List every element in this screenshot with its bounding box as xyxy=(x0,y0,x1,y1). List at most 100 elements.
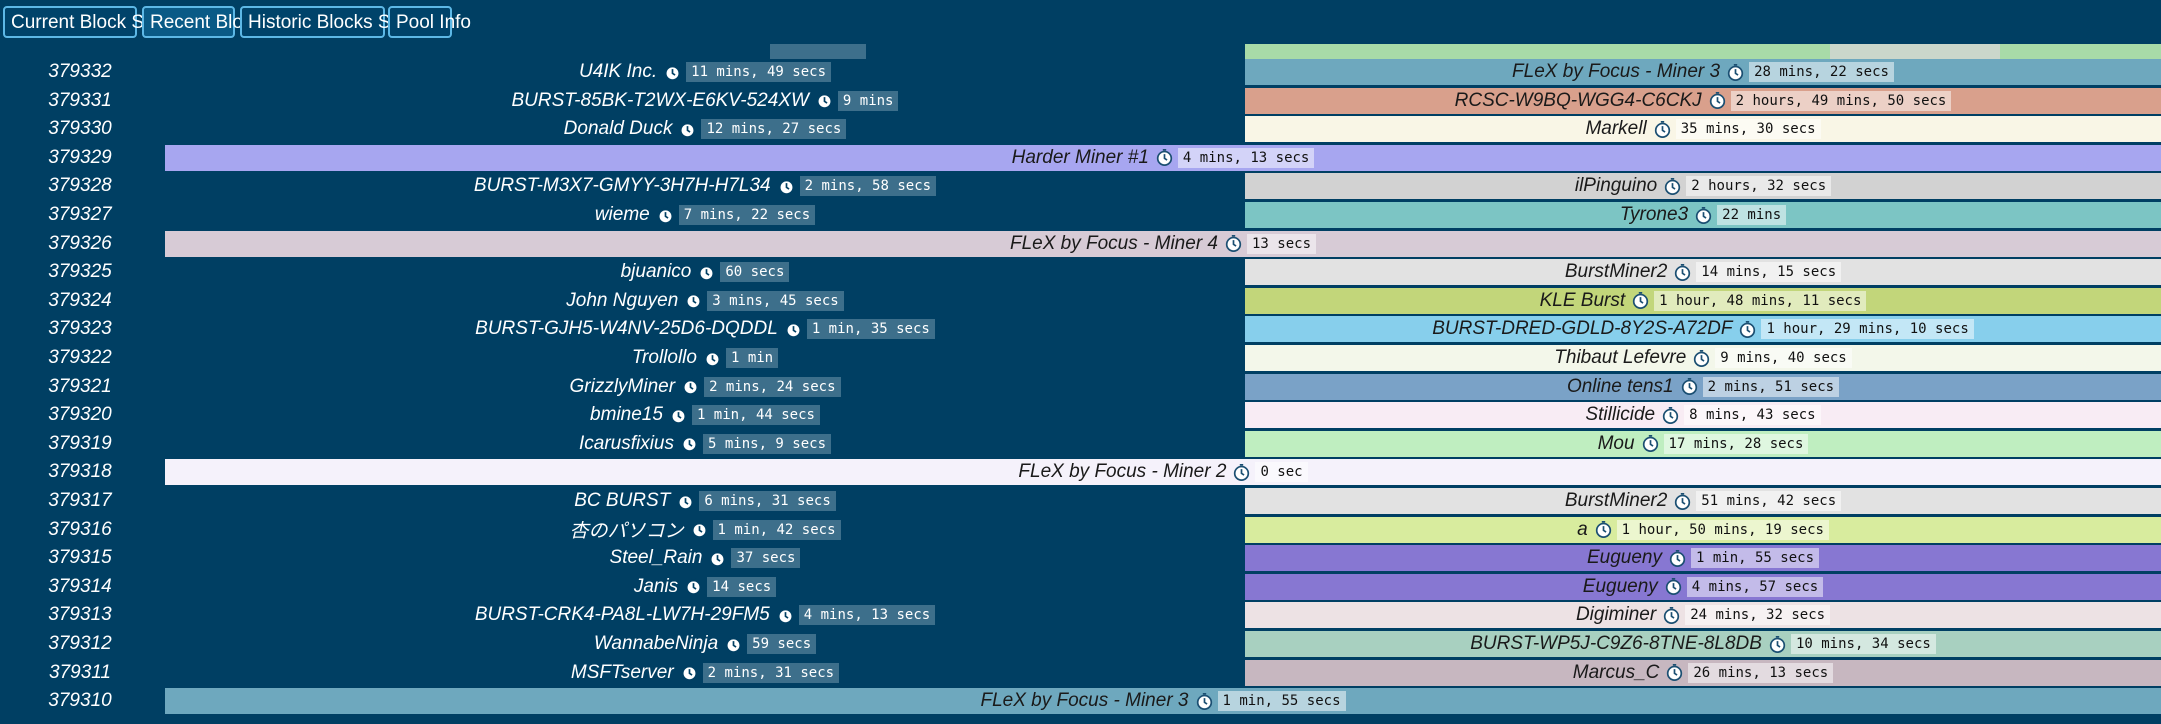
duration-badge: 17 mins, 28 secs xyxy=(1663,433,1809,454)
stopwatch-icon xyxy=(1196,692,1212,710)
block-height: 379318 xyxy=(48,461,112,483)
miner-name: Eugueny xyxy=(1586,547,1662,569)
stopwatch-icon xyxy=(1664,606,1680,624)
miner-name: BURST-CRK4-PA8L-LW7H-29FM5 xyxy=(474,604,770,626)
best-deadline-cell: U4IK Inc.11 mins, 49 secs xyxy=(165,59,1245,85)
stopwatch-icon xyxy=(681,435,698,453)
stopwatch-icon xyxy=(816,92,833,110)
duration-badge xyxy=(1830,44,2000,59)
block-height: 379310 xyxy=(48,690,112,712)
duration-badge: 2 mins, 24 secs xyxy=(704,376,841,397)
duration-badge: 14 mins, 15 secs xyxy=(1696,262,1842,283)
stopwatch-icon xyxy=(681,664,697,682)
duration-badge: 0 sec xyxy=(1255,462,1308,483)
stopwatch-icon xyxy=(678,492,694,510)
miner-name: BurstMiner2 xyxy=(1564,261,1668,283)
duration-badge: 7 mins, 22 secs xyxy=(678,205,816,225)
stopwatch-icon xyxy=(670,406,687,424)
miner-name: Marcus_C xyxy=(1572,661,1660,683)
miner-name: Harder Miner #1 xyxy=(1011,146,1149,168)
miner-name: a xyxy=(1577,518,1588,540)
miner-name: Digiminer xyxy=(1575,604,1657,626)
duration-badge xyxy=(770,44,866,59)
stopwatch-icon xyxy=(1156,149,1173,167)
stopwatch-icon xyxy=(785,320,801,338)
block-height: 379321 xyxy=(48,375,112,397)
miner-name: BURST-M3X7-GMYY-3H7H-H7L34 xyxy=(473,175,771,197)
stopwatch-icon xyxy=(686,292,702,310)
miner-name: bjuanico xyxy=(620,261,692,283)
duration-badge: 1 min, 55 secs xyxy=(1217,691,1346,712)
miner-name: MSFTserver xyxy=(570,661,674,683)
duration-badge: 9 mins xyxy=(837,90,899,111)
tab-recent-blocks[interactable]: Recent Blocks xyxy=(142,6,271,38)
block-height: 379331 xyxy=(48,89,112,111)
duration-badge: 2 mins, 31 secs xyxy=(702,662,840,683)
stopwatch-icon xyxy=(1694,349,1710,367)
duration-badge: 2 mins, 58 secs xyxy=(799,176,937,197)
block-height: 379325 xyxy=(48,261,112,283)
stopwatch-icon xyxy=(1654,120,1670,138)
tab-current-block-shares[interactable]: Current Block Shares xyxy=(3,6,192,38)
tab-pool-info[interactable]: Pool Info xyxy=(388,6,471,38)
duration-badge: 1 hour, 50 mins, 19 secs xyxy=(1616,519,1829,540)
stopwatch-icon xyxy=(686,578,702,596)
block-height: 379326 xyxy=(48,232,112,254)
stopwatch-icon xyxy=(664,63,681,81)
stopwatch-icon xyxy=(1665,177,1681,195)
miner-name: bmine15 xyxy=(590,404,663,426)
miner-name: BURST-WP5J-C9Z6-8TNE-8L8DB xyxy=(1470,633,1762,654)
best-deadline-cell: wieme 7 mins, 22 secs xyxy=(165,202,1245,228)
tab-historic-blocks-shares[interactable]: Historic Blocks Shares xyxy=(240,6,438,38)
block-height: 379328 xyxy=(48,175,112,197)
block-height: 379320 xyxy=(48,404,112,426)
block-finder-cell: BurstMiner2 14 mins, 15 secs xyxy=(1245,259,2161,286)
miner-name: Thibaut Lefevre xyxy=(1554,347,1687,368)
stopwatch-icon xyxy=(1675,263,1691,281)
block-finder-cell xyxy=(1245,44,2161,59)
stopwatch-icon xyxy=(778,177,794,195)
duration-badge: 28 mins, 22 secs xyxy=(1749,62,1894,82)
block-height: 379311 xyxy=(49,661,111,683)
stopwatch-icon xyxy=(1709,92,1725,110)
miner-name: BURST-DRED-GDLD-8Y2S-A72DF xyxy=(1432,318,1733,340)
miner-name: FLeX by Focus - Miner 3 xyxy=(1512,61,1721,82)
duration-badge: 5 mins, 9 secs xyxy=(703,433,832,454)
stopwatch-icon xyxy=(1740,320,1756,338)
miner-name: Tyrone3 xyxy=(1619,204,1689,225)
stopwatch-icon xyxy=(657,206,673,224)
duration-badge: 8 mins, 43 secs xyxy=(1684,405,1821,426)
block-height: 379313 xyxy=(48,604,112,626)
miner-name: wieme xyxy=(594,204,650,225)
miner-name: BC BURST xyxy=(574,490,671,511)
duration-badge: 37 secs xyxy=(731,548,801,569)
stopwatch-icon xyxy=(710,549,726,567)
